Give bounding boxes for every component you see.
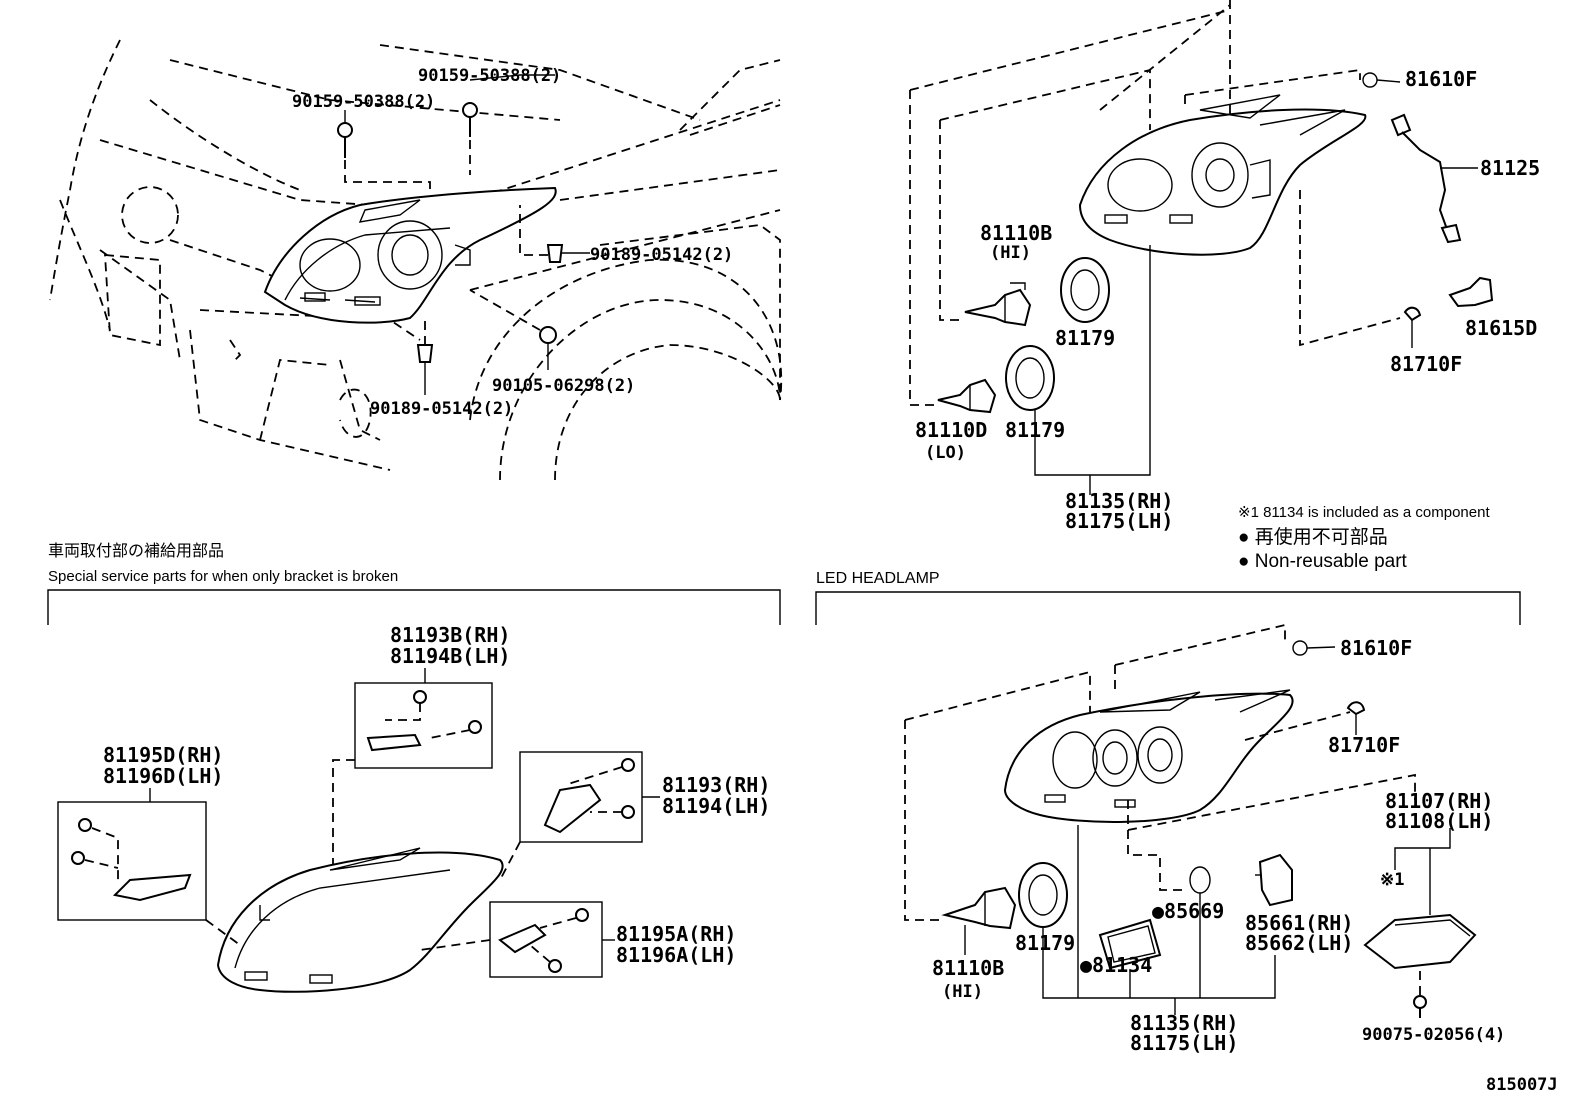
figure-code: 815007J	[1486, 1075, 1558, 1095]
callout-90189-05142-upper: 90189-05142(2)	[590, 245, 733, 265]
callout-81196d-lh: 81196D(LH)	[103, 764, 223, 788]
callout-81610f: 81610F	[1405, 67, 1477, 91]
cover-81179-led	[1018, 862, 1068, 928]
note-nonreusable-en: ● Non-reusable part	[1238, 551, 1408, 572]
callout-81110b: 81110B	[980, 221, 1052, 245]
screw-fastener	[469, 289, 557, 344]
headlamp-assembly-halogen	[1078, 0, 1367, 256]
bracket-81193-box	[519, 751, 643, 843]
bulb-81110b-hi	[964, 282, 1032, 327]
bolt-90075-02056	[1413, 968, 1427, 1018]
vehicle-front-illustration	[49, 39, 783, 481]
callout-90159-50388-left: 90159-50388(2)	[292, 92, 435, 112]
cover-81179-lower	[1005, 345, 1055, 411]
bracket-section-frame	[47, 589, 781, 625]
callout-81110b-hi: (HI)	[990, 243, 1031, 263]
callout-81175-lh-led: 81175(LH)	[1130, 1031, 1238, 1055]
actuator-85661	[1255, 853, 1293, 907]
gasket-81134	[1098, 918, 1162, 970]
headlamp-illustration-bracket-section	[216, 847, 504, 993]
note-81134-component: ※1 81134 is included as a component	[1238, 504, 1490, 521]
bracket-81195a-box	[489, 901, 603, 978]
led-section-title: LED HEADLAMP	[816, 570, 940, 587]
clip-fastener-lower	[416, 320, 434, 363]
bulb-81110d-lo	[937, 378, 997, 414]
socket-81610f	[1362, 72, 1401, 88]
callout-90159-50388-top: 90159-50388(2)	[418, 66, 561, 86]
callout-81615d: 81615D	[1465, 316, 1537, 340]
bulb-81710f	[1403, 306, 1422, 322]
callout-81179-lower: 81179	[1005, 418, 1065, 442]
clip-fastener-upper	[519, 205, 564, 263]
oring-85669	[1189, 866, 1211, 894]
control-module-81107	[1363, 913, 1477, 970]
callout-81710f-led: 81710F	[1328, 733, 1400, 757]
callout-81194-lh: 81194(LH)	[662, 794, 770, 818]
bracket-81195d-box	[57, 801, 207, 921]
callout-81179-upper: 81179	[1055, 326, 1115, 350]
callout-81134: ●81134	[1080, 953, 1152, 977]
wire-harness-81125	[1390, 113, 1478, 244]
callout-81110b-led: 81110B	[932, 956, 1004, 980]
bolt-fastener-right	[462, 102, 478, 175]
callout-90105-06298: 90105-06298(2)	[492, 376, 635, 396]
callout-81135-rh: 81135(RH)	[1065, 489, 1173, 513]
callout-81193b-rh: 81193B(RH)	[390, 623, 510, 647]
callout-81195a-rh: 81195A(RH)	[616, 922, 736, 946]
socket-81610f-led	[1292, 640, 1336, 656]
callout-81195d-rh: 81195D(RH)	[103, 743, 223, 767]
bolt-fastener-left	[337, 122, 431, 195]
callout-85669: ●85669	[1152, 899, 1224, 923]
headlamp-assembly-led	[1003, 689, 1294, 823]
bulb-81615d	[1448, 276, 1494, 308]
callout-81107-rh: 81107(RH)	[1385, 789, 1493, 813]
bracket-section-title-en: Special service parts for when only brac…	[48, 568, 398, 585]
callout-90189-05142-lower: 90189-05142(2)	[370, 399, 513, 419]
callout-81710f: 81710F	[1390, 352, 1462, 376]
cover-81179-upper	[1060, 257, 1110, 323]
callout-81110d: 81110D	[915, 418, 987, 442]
callout-81194b-lh: 81194B(LH)	[390, 644, 510, 668]
callout-81610f-led: 81610F	[1340, 636, 1412, 660]
bracket-81193b-box	[354, 682, 493, 769]
callout-81108-lh: 81108(LH)	[1385, 809, 1493, 833]
callout-81135-rh-led: 81135(RH)	[1130, 1011, 1238, 1035]
callout-81196a-lh: 81196A(LH)	[616, 943, 736, 967]
callout-81125: 81125	[1480, 156, 1540, 180]
callout-85662-lh: 85662(LH)	[1245, 931, 1353, 955]
note-nonreusable-jp: ● 再使用不可部品	[1238, 526, 1388, 548]
bulb-81110b-led	[941, 886, 1017, 930]
callout-81110b-led-hi: (HI)	[942, 982, 983, 1002]
bracket-section-title-jp: 車両取付部の補給用部品	[48, 542, 224, 560]
callout-85661-rh: 85661(RH)	[1245, 911, 1353, 935]
callout-81193-rh: 81193(RH)	[662, 773, 770, 797]
led-section-frame	[815, 591, 1521, 625]
callout-81110d-lo: (LO)	[925, 443, 966, 463]
bulb-81710f-led	[1346, 701, 1366, 735]
callout-90075-02056: 90075-02056(4)	[1362, 1025, 1505, 1045]
callout-mark-1: ※1	[1380, 870, 1404, 890]
callout-81179-led: 81179	[1015, 931, 1075, 955]
callout-81175-lh: 81175(LH)	[1065, 509, 1173, 533]
